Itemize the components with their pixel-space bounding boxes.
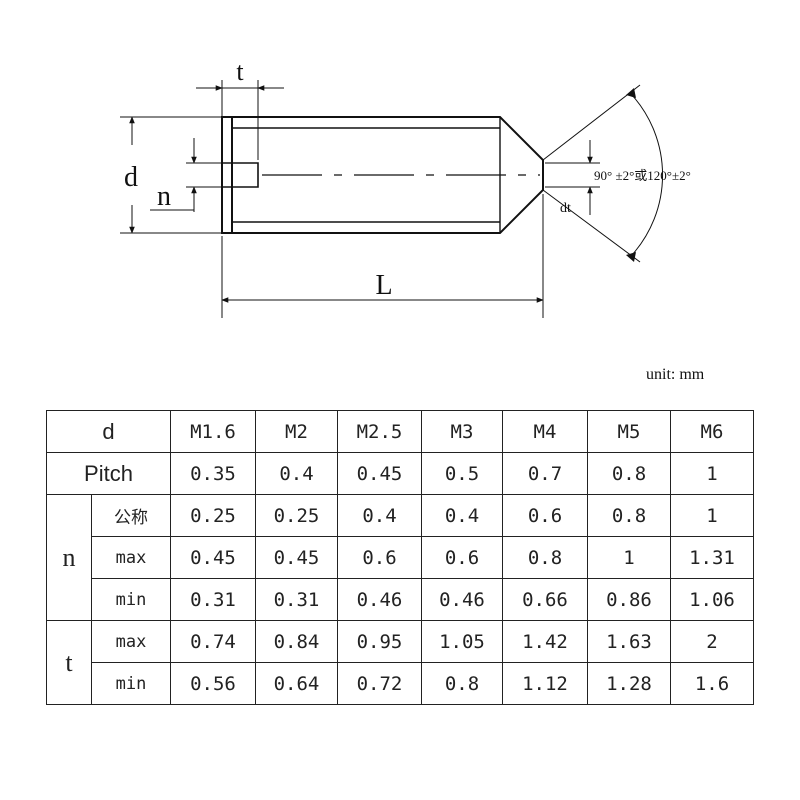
- table-cell: 0.8: [587, 452, 671, 495]
- table-cell: 1: [587, 536, 671, 579]
- table-cell: 1.06: [670, 578, 754, 621]
- table-cell: 0.45: [337, 452, 422, 495]
- size-header: M2.5: [337, 410, 422, 453]
- table-cell: 0.35: [170, 452, 256, 495]
- screw-body: [221, 116, 544, 234]
- t-group-label: t: [46, 620, 92, 705]
- label-t: t: [236, 57, 244, 86]
- table-cell: 0.25: [170, 494, 256, 537]
- table-cell: 0.56: [170, 662, 256, 705]
- table-cell: 0.84: [255, 620, 338, 663]
- label-angle: 90° ±2°或120°±2°: [594, 168, 691, 183]
- row-sublabel: max: [91, 536, 171, 579]
- drawing-labels: t d n L dt 90° ±2°或120°±2°: [124, 57, 691, 301]
- table-cell: 0.45: [255, 536, 338, 579]
- row-sublabel: max: [91, 620, 171, 663]
- table-cell: 0.74: [170, 620, 256, 663]
- table-cell: 0.5: [421, 452, 503, 495]
- label-d: d: [124, 162, 138, 193]
- table-cell: 0.25: [255, 494, 338, 537]
- pitch-label: Pitch: [46, 452, 171, 495]
- table-cell: 0.4: [255, 452, 338, 495]
- unit-label: unit: mm: [646, 366, 705, 383]
- table-cell: 0.6: [421, 536, 503, 579]
- label-L: L: [375, 270, 392, 301]
- table-cell: 2: [670, 620, 754, 663]
- label-n: n: [157, 181, 171, 212]
- row-sublabel: 公称: [91, 494, 171, 537]
- screw-technical-drawing: t d n L dt 90° ±2°或120°±2°: [120, 57, 691, 318]
- table-cell: 0.31: [255, 578, 338, 621]
- table-cell: 0.46: [421, 578, 503, 621]
- table-cell: 0.95: [337, 620, 422, 663]
- table-cell: 0.66: [502, 578, 588, 621]
- size-header: M6: [670, 410, 754, 453]
- table-cell: 0.6: [337, 536, 422, 579]
- table-cell: 0.86: [587, 578, 671, 621]
- table-cell: 1: [670, 494, 754, 537]
- table-cell: 1.31: [670, 536, 754, 579]
- row-sublabel: min: [91, 578, 171, 621]
- size-header: M2: [255, 410, 338, 453]
- row-sublabel: min: [91, 662, 171, 705]
- size-header: M4: [502, 410, 588, 453]
- size-header: M5: [587, 410, 671, 453]
- label-dt: dt: [560, 201, 571, 216]
- table-cell: 1.42: [502, 620, 588, 663]
- dimension-lines: [120, 80, 664, 318]
- table-cell: 0.64: [255, 662, 338, 705]
- table-cell: 0.4: [337, 494, 422, 537]
- size-header: M3: [421, 410, 503, 453]
- table-cell: 0.46: [337, 578, 422, 621]
- table-cell: 0.7: [502, 452, 588, 495]
- table-cell: 1.28: [587, 662, 671, 705]
- table-cell: 0.8: [502, 536, 588, 579]
- table-cell: 1.05: [421, 620, 503, 663]
- size-header: M1.6: [170, 410, 256, 453]
- table-cell: 0.8: [587, 494, 671, 537]
- table-cell: 0.72: [337, 662, 422, 705]
- table-cell: 0.6: [502, 494, 588, 537]
- table-cell: 0.31: [170, 578, 256, 621]
- table-cell: 0.4: [421, 494, 503, 537]
- table-cell: 1.6: [670, 662, 754, 705]
- table-cell: 1.63: [587, 620, 671, 663]
- table-cell: 0.45: [170, 536, 256, 579]
- n-group-label: n: [46, 494, 92, 621]
- table-cell: 0.8: [421, 662, 503, 705]
- table-cell: 1: [670, 452, 754, 495]
- header-d-label: d: [46, 410, 171, 453]
- table-cell: 1.12: [502, 662, 588, 705]
